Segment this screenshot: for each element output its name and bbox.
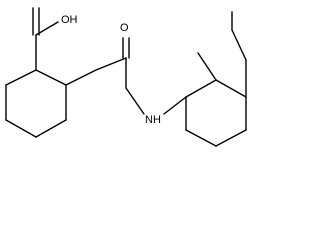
amide-nitrogen-label: NH	[145, 114, 161, 126]
ring-left-bond-3	[5, 119, 37, 138]
acid-hydroxyl-bond	[35, 21, 59, 36]
methyl-bond-2	[197, 52, 217, 81]
amide-carbon-bond	[65, 69, 97, 86]
molecule-structure: OH O NH	[5, 7, 247, 147]
ring-left-bond-1	[5, 69, 37, 86]
carbonyl-oxygen-label: O	[120, 22, 129, 34]
nitrogen-ring-bond	[163, 96, 187, 115]
carboxylic-acid-group: OH	[32, 7, 78, 71]
ring-left-bond-4	[35, 119, 67, 138]
ring-right-bond-5	[215, 79, 247, 98]
methyl-bond-3-tip	[231, 29, 247, 61]
ring-right-bond-6	[185, 79, 217, 98]
amide-group: O NH	[65, 22, 187, 126]
ring-right-bond-3	[215, 129, 247, 147]
ring-left-bond-6	[35, 69, 67, 86]
cyclohexane-ring-right	[185, 79, 247, 147]
amide-carbonyl-link	[95, 57, 127, 71]
cyclohexane-ring-left	[5, 69, 67, 138]
amide-nitrogen-bond	[125, 87, 145, 115]
hydroxyl-label: OH	[61, 14, 78, 26]
methyl-groups	[197, 11, 247, 98]
ring-right-bond-2	[185, 129, 217, 147]
